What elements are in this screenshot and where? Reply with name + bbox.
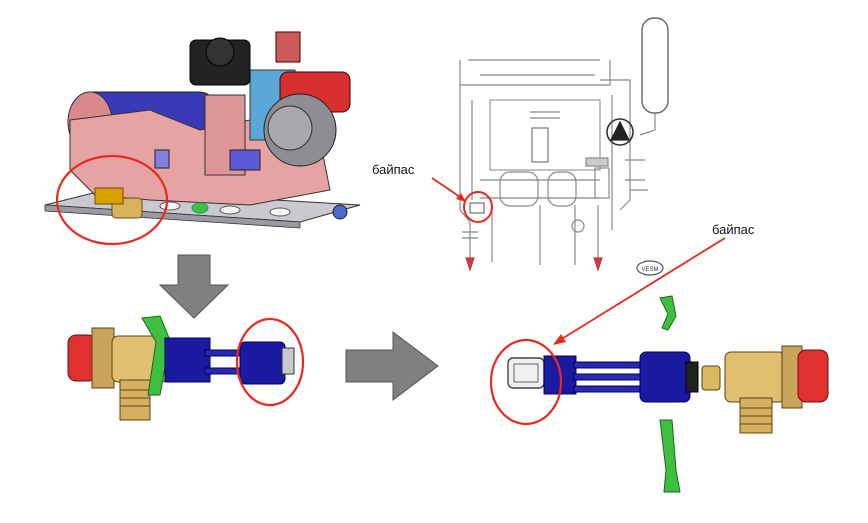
pointer-arrowhead-exploded [553,334,566,345]
annotation-bypass-exploded: байпас [712,222,755,237]
highlight-circle-assembled [235,317,305,407]
highlight-circle-exploded [489,338,563,426]
arrow-right [345,330,439,402]
highlight-circle-boiler [55,154,169,246]
arrow-down [158,254,230,319]
pointer-arrow-schematic [431,177,464,200]
pointer-arrowhead-schematic [456,193,466,202]
schematic-badge: VESM [641,267,658,273]
bypass-valve-exploded [507,295,829,493]
highlight-circle-schematic [463,191,493,223]
pointer-arrow-exploded [559,237,726,341]
annotation-bypass-schematic: байпас [372,162,415,177]
bypass-valve-assembled [67,315,295,421]
hydraulic-schematic [459,17,669,276]
boiler-hydraulic-group [44,31,361,229]
bypass-symbol-schematic [469,202,485,214]
